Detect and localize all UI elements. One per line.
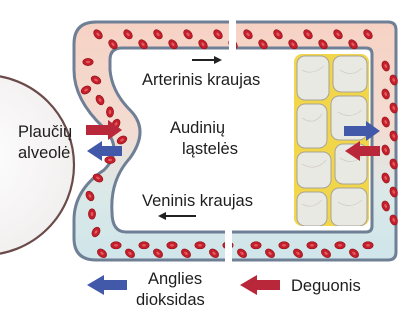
legend-co2-line2: dioksidas xyxy=(136,291,205,309)
red-blood-cell-center xyxy=(338,244,342,246)
red-blood-cell-center xyxy=(282,244,286,246)
label-arterial-blood: Arterinis kraujas xyxy=(142,71,260,89)
oxygen-legend-arrow xyxy=(240,275,280,295)
label-tissue-line2: ląstelės xyxy=(182,140,238,158)
alveolus xyxy=(0,75,74,255)
tissue-cell xyxy=(297,56,329,100)
label-tissue-line1: Audinių xyxy=(170,119,225,137)
tissue-cell xyxy=(331,188,367,226)
tissue-cells xyxy=(294,54,369,226)
red-blood-cell-center xyxy=(86,61,90,63)
label-venous-blood: Veninis kraujas xyxy=(142,192,253,210)
flow-arrow-arterial xyxy=(192,56,222,64)
red-blood-cell-center xyxy=(310,244,314,246)
tissue-cell xyxy=(297,104,327,148)
co2-legend-arrow xyxy=(87,275,127,295)
tissue-cell xyxy=(297,192,327,226)
red-blood-cell-center xyxy=(91,212,93,216)
label-alveolus-line1: Plaučių xyxy=(18,123,72,141)
red-blood-cell-center xyxy=(170,244,174,246)
red-blood-cell-center xyxy=(254,244,258,246)
vessel-gap-top xyxy=(229,18,236,52)
vessel-gap-bottom xyxy=(225,228,232,264)
flow-arrow-venous xyxy=(158,212,196,220)
legend: Anglies dioksidas Deguonis xyxy=(87,270,361,309)
red-blood-cell-center xyxy=(109,110,111,114)
label-alveolus-line2: alveolė xyxy=(18,144,70,162)
tissue-cell xyxy=(297,152,331,188)
red-blood-cell-center xyxy=(108,159,112,161)
red-blood-cell-center xyxy=(366,244,370,246)
tissue-cell xyxy=(333,56,367,92)
red-blood-cell-center xyxy=(114,244,118,246)
legend-oxygen: Deguonis xyxy=(291,277,361,295)
legend-co2-line1: Anglies xyxy=(148,270,202,288)
red-blood-cell-center xyxy=(198,244,202,246)
red-blood-cell-center xyxy=(142,244,146,246)
